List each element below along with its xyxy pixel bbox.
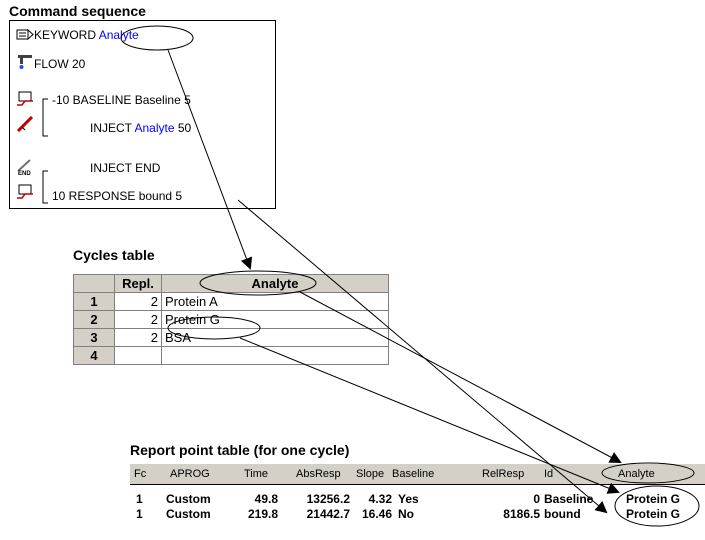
cell-slope[interactable]: 16.46 [361, 507, 392, 521]
analyte-cell[interactable] [161, 346, 389, 365]
svg-text:END: END [18, 171, 31, 175]
header-time[interactable]: Time [244, 468, 269, 480]
repl-cell[interactable]: 2 [114, 310, 162, 329]
cmd-line-flow[interactable]: FLOW 20 [34, 57, 86, 71]
table-row: 1 Custom 219.8 21442.7 16.46 No 8186.5 b… [130, 507, 705, 522]
cell-id[interactable]: bound [544, 507, 581, 521]
cell-analyte[interactable]: Protein G [626, 492, 681, 506]
repl-cell[interactable]: 2 [114, 328, 162, 347]
inject-syringe-icon [16, 116, 34, 132]
header-absresp[interactable]: AbsResp [296, 468, 341, 480]
cell-time[interactable]: 219.8 [247, 507, 278, 521]
cell-fc[interactable]: 1 [136, 492, 143, 506]
header-baseline[interactable]: Baseline [392, 468, 435, 480]
baseline-chart-icon [17, 91, 33, 106]
cmd-line-inject-end[interactable]: INJECT END [90, 161, 161, 175]
flow-tap-icon [18, 55, 32, 69]
table-row: 1 2 Protein A [73, 292, 389, 311]
row-number[interactable]: 4 [73, 346, 115, 365]
analyte-cell[interactable]: Protein G [161, 310, 389, 329]
table-row: 2 2 Protein G [73, 310, 389, 329]
response-chart-icon [17, 184, 33, 199]
report-table-title: Report point table (for one cycle) [130, 442, 350, 458]
analyte-cell[interactable]: Protein A [161, 292, 389, 311]
report-point-table: Fc APROG Time AbsResp Slope Baseline Rel… [130, 464, 705, 540]
cell-aprog[interactable]: Custom [166, 507, 211, 521]
table-row: 3 2 BSA [73, 328, 389, 347]
repl-cell[interactable] [114, 346, 162, 365]
cell-absresp[interactable]: 21442.7 [306, 507, 350, 521]
cell-absresp[interactable]: 13256.2 [306, 492, 350, 506]
cycles-table: Repl. Analyte 1 2 Protein A 2 2 Protein … [73, 274, 395, 374]
header-slope[interactable]: Slope [356, 468, 385, 480]
row-number[interactable]: 1 [73, 292, 115, 311]
command-sequence-title: Command sequence [9, 3, 146, 19]
cell-id[interactable]: Baseline [544, 492, 594, 506]
report-header-row: Fc APROG Time AbsResp Slope Baseline Rel… [130, 464, 705, 485]
cell-time[interactable]: 49.8 [254, 492, 278, 506]
cycles-header-repl[interactable]: Repl. [114, 274, 162, 293]
cell-relresp[interactable]: 8186.5 [503, 507, 540, 521]
header-id[interactable]: Id [544, 468, 554, 480]
table-row: 1 Custom 49.8 13256.2 4.32 Yes 0 Baselin… [130, 492, 705, 507]
cell-slope[interactable]: 4.32 [368, 492, 392, 506]
cycles-corner-header [73, 274, 115, 293]
keyword-tag-icon [16, 28, 34, 41]
cmd-line-keyword[interactable]: KEYWORD Analyte [34, 28, 139, 42]
cmd-line-response[interactable]: 10 RESPONSE bound 5 [52, 189, 183, 203]
cell-analyte[interactable]: Protein G [626, 507, 681, 521]
header-analyte[interactable]: Analyte [618, 468, 655, 480]
header-aprog[interactable]: APROG [170, 468, 210, 480]
cell-baseline[interactable]: No [398, 507, 414, 521]
command-sequence-box: END KEYWORD Analyte FLOW 20 -10 BASELINE… [9, 20, 276, 209]
cell-relresp[interactable]: 0 [533, 492, 540, 506]
header-fc[interactable]: Fc [134, 468, 147, 480]
cycles-table-title: Cycles table [73, 247, 155, 263]
header-relresp[interactable]: RelResp [482, 468, 525, 480]
cell-aprog[interactable]: Custom [166, 492, 211, 506]
cell-baseline[interactable]: Yes [398, 492, 419, 506]
cmd-line-inject[interactable]: INJECT Analyte 50 [90, 121, 192, 135]
cell-fc[interactable]: 1 [136, 507, 143, 521]
inject-end-icon: END [17, 159, 31, 175]
analyte-cell[interactable]: BSA [161, 328, 389, 347]
repl-cell[interactable]: 2 [114, 292, 162, 311]
row-number[interactable]: 2 [73, 310, 115, 329]
row-number[interactable]: 3 [73, 328, 115, 347]
table-row: 4 [73, 346, 389, 365]
cmd-line-baseline[interactable]: -10 BASELINE Baseline 5 [52, 93, 191, 107]
cycles-header-analyte[interactable]: Analyte [161, 274, 389, 293]
loop-bracket [42, 98, 48, 204]
